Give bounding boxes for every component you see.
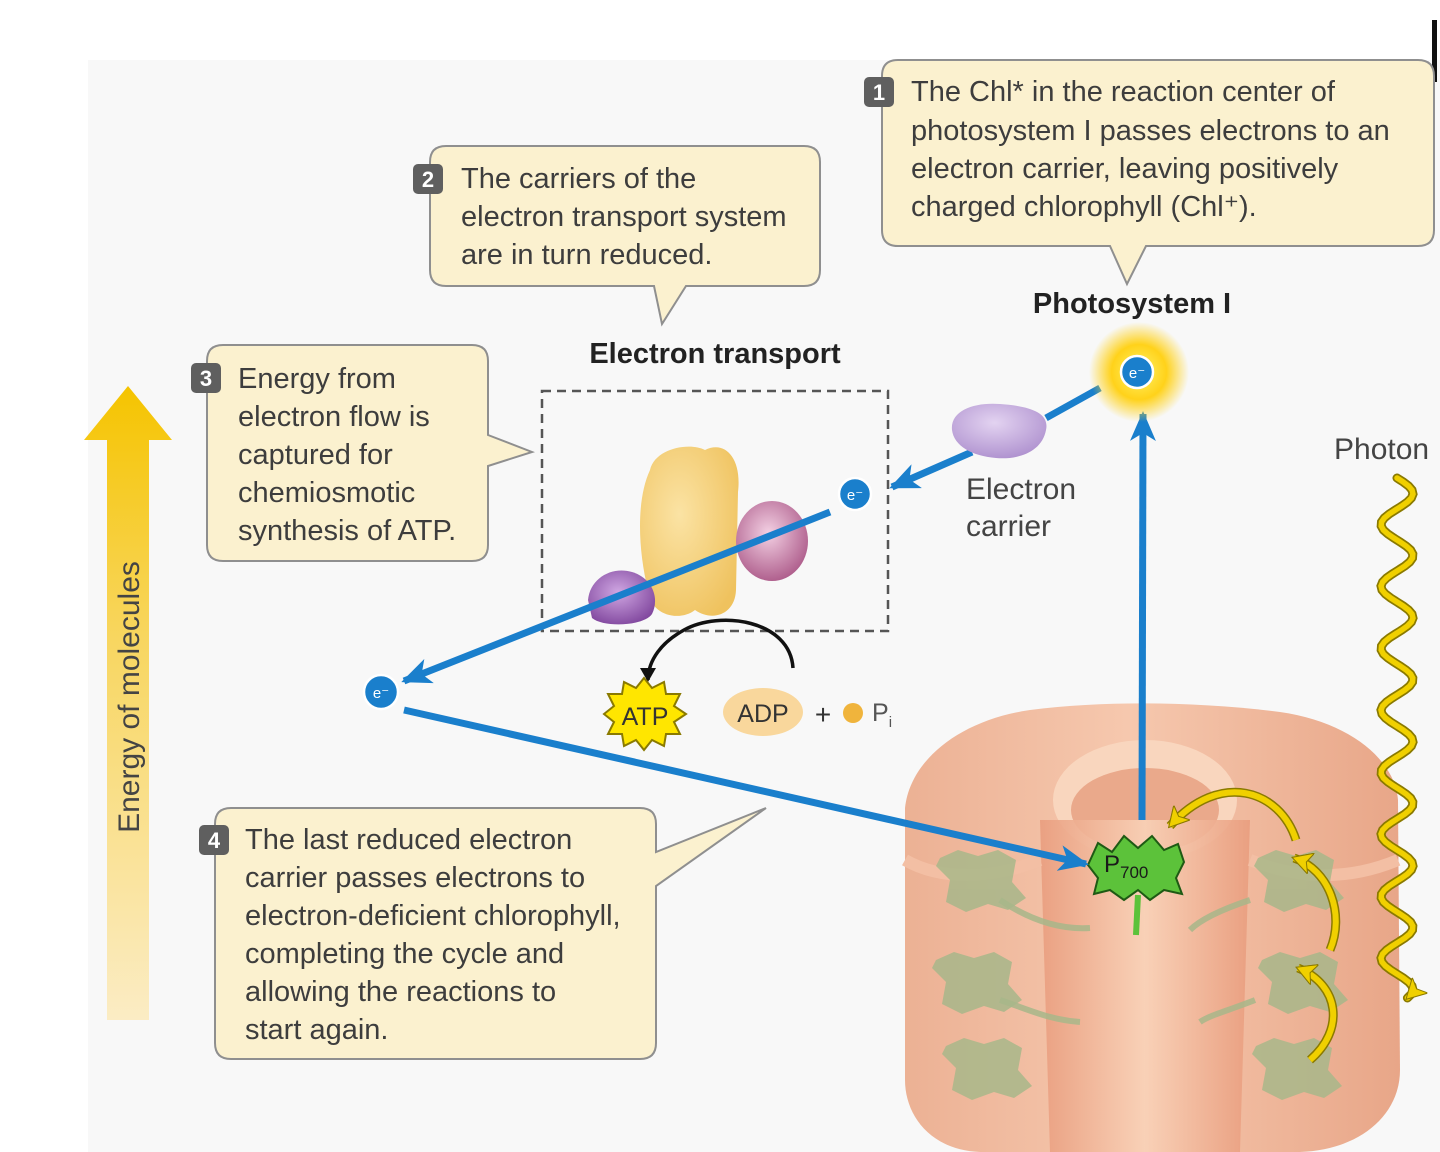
- photosystem-label: Photosystem I: [1033, 288, 1231, 320]
- photosystem-complex: [902, 703, 1401, 1152]
- energy-axis-arrow: Energy of molecules: [84, 386, 172, 1020]
- edge-mark: [1432, 20, 1437, 82]
- callout-step-2: 2 The carriers of the electron transport…: [413, 145, 821, 327]
- energy-axis-label: Energy of molecules: [113, 561, 146, 833]
- adp-oval: [723, 688, 803, 736]
- svg-text:e⁻: e⁻: [1129, 365, 1145, 382]
- callout-step-1-text: The Chl* in the reaction center of photo…: [911, 76, 1398, 223]
- electron-carrier-label: Electron carrier: [966, 473, 1084, 543]
- atp-label: ATP: [622, 703, 669, 731]
- callout-step-2-text: The carriers of the electron transport s…: [461, 163, 795, 271]
- flow-p700-to-photosystem: [1129, 411, 1156, 821]
- electron-last-carrier: e⁻: [362, 673, 400, 711]
- svg-text:4: 4: [208, 828, 221, 853]
- svg-text:1: 1: [873, 80, 885, 105]
- svg-text:3: 3: [200, 366, 212, 391]
- electron-flow: [889, 384, 1156, 821]
- electron-transport-label: Electron transport: [589, 338, 841, 370]
- svg-text:e⁻: e⁻: [847, 487, 863, 504]
- callout-step-4: 4 The last reduced electron carrier pass…: [199, 807, 767, 1060]
- callout-step-4-text: The last reduced electron carrier passes…: [245, 824, 629, 1046]
- svg-text:e⁻: e⁻: [373, 685, 389, 702]
- flow-photosystem-to-carrier: [1044, 384, 1102, 422]
- electron-carrier-protein: [951, 403, 1047, 459]
- atp-starburst: [602, 676, 688, 752]
- callout-step-3-text: Energy from electron flow is captured fo…: [238, 363, 456, 547]
- energy-transfer-arrows: [1166, 787, 1341, 1064]
- electron-transport-entry: e⁻: [837, 476, 873, 512]
- svg-text:2: 2: [422, 167, 434, 192]
- adp-label: ADP: [737, 700, 788, 728]
- flow-carrier-to-transport: [889, 448, 974, 491]
- flow-last-carrier-to-p700: [403, 706, 1089, 871]
- photon-wave: Photon: [1334, 433, 1429, 1003]
- p700-reaction-center: P700: [1086, 834, 1186, 902]
- photon-label: Photon: [1334, 433, 1429, 466]
- electron-photosystem: e⁻: [1119, 354, 1155, 390]
- atp-synthesis: ATP ADP + Pi: [602, 618, 892, 752]
- callout-step-3: 3 Energy from electron flow is captured …: [191, 344, 536, 562]
- p700-label: P700: [1104, 851, 1148, 882]
- flow-transport-to-last-carrier: [401, 508, 832, 685]
- phosphate-dot: [843, 703, 863, 723]
- callout-step-1: 1 The Chl* in the reaction center of pho…: [864, 59, 1435, 287]
- electron-transport-box: [540, 389, 890, 633]
- phosphate-label: Pi: [872, 699, 892, 731]
- plus-sign: +: [815, 699, 831, 730]
